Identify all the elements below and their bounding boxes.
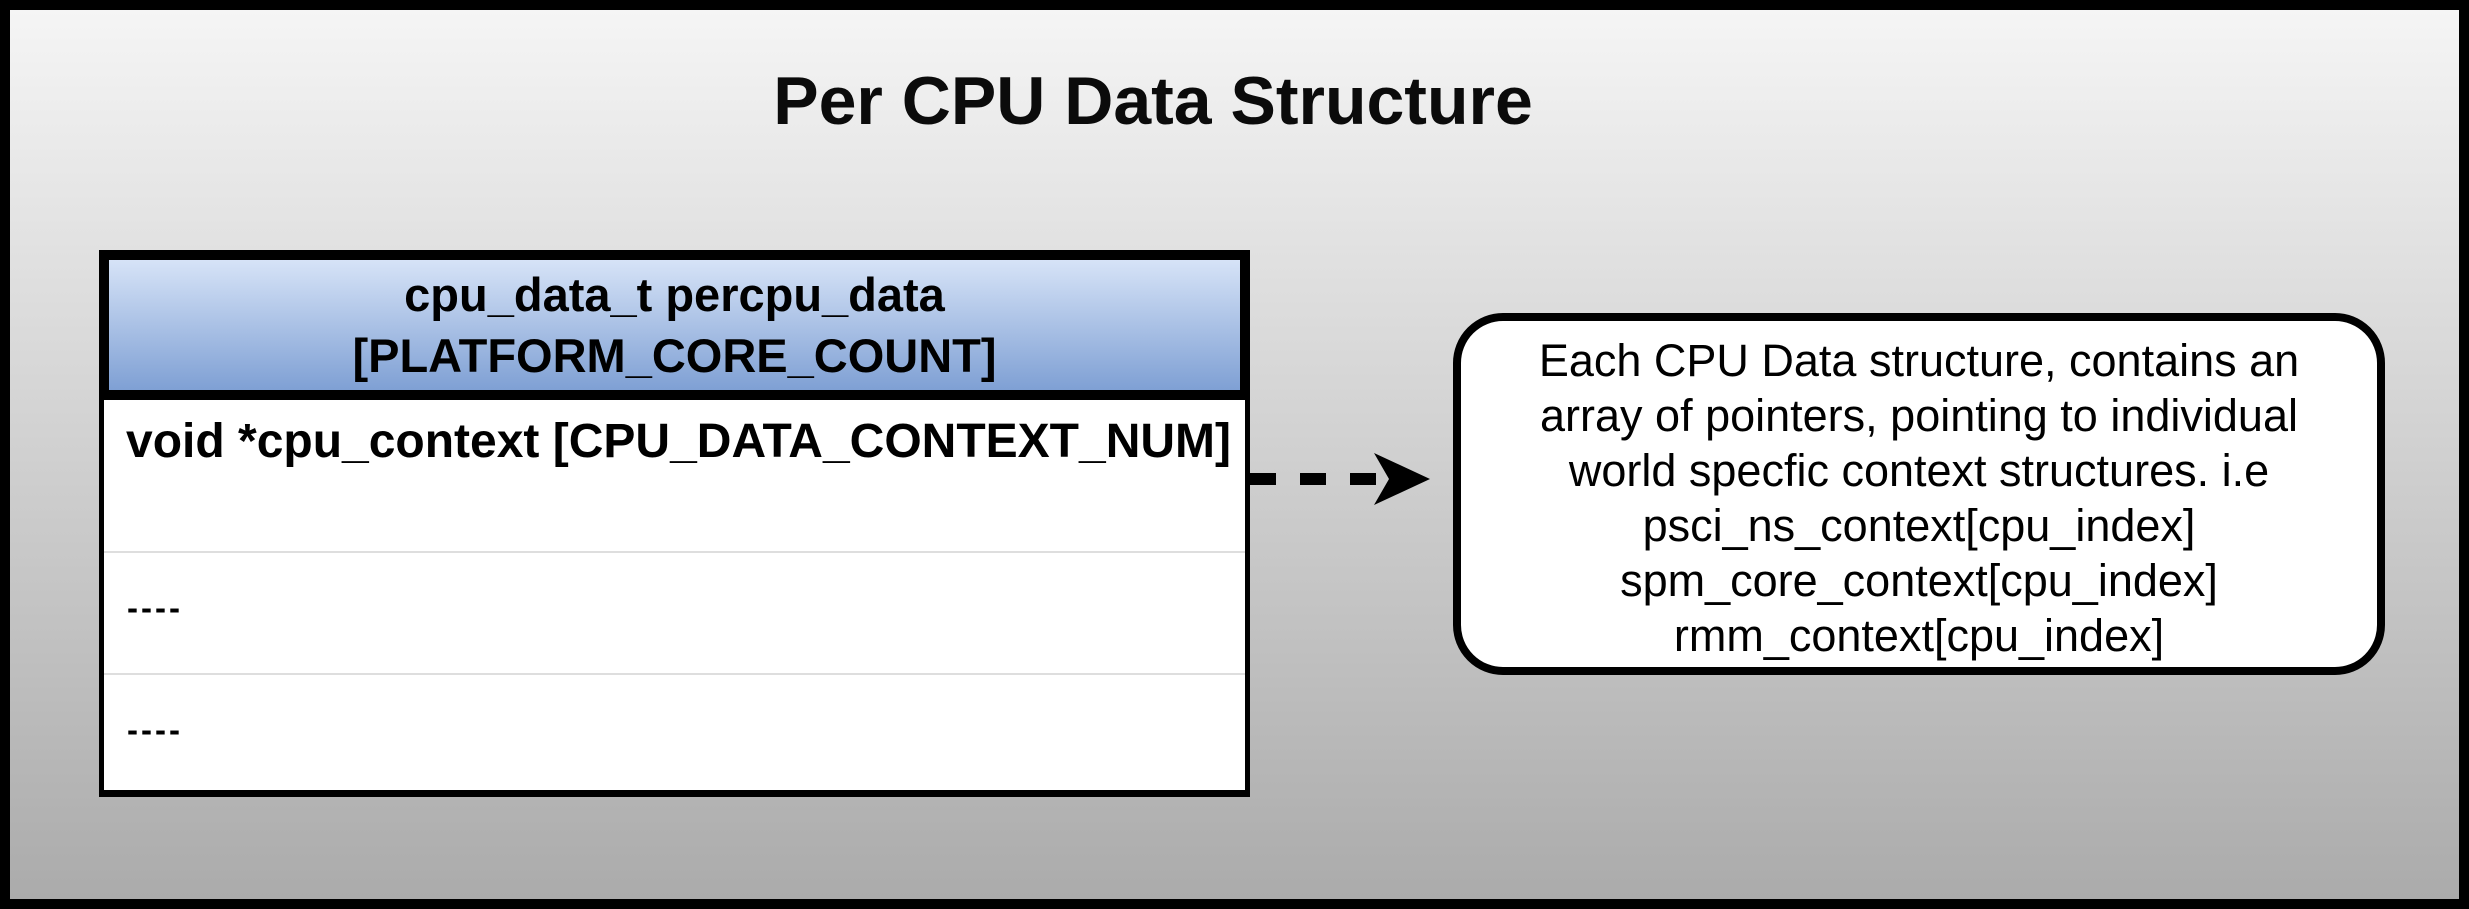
callout-line: rmm_context[cpu_index]: [1673, 610, 2165, 661]
cpu-data-table: cpu_data_t percpu_data [PLATFORM_CORE_CO…: [99, 250, 1250, 797]
callout-line: Each CPU Data structure, contains an: [1538, 335, 2300, 386]
callout-box: Each CPU Data structure, contains an arr…: [1453, 313, 2385, 675]
table-row: void *cpu_context [CPU_DATA_CONTEXT_NUM]: [104, 400, 1245, 551]
table-body: void *cpu_context [CPU_DATA_CONTEXT_NUM]…: [99, 400, 1250, 797]
callout-line: array of pointers, pointing to individua…: [1540, 390, 2298, 441]
dashed-arrow-icon: [1250, 451, 1435, 507]
table-row: ----: [104, 551, 1245, 673]
callout-line: psci_ns_context[cpu_index]: [1642, 500, 2196, 551]
table-cell-text: ----: [127, 711, 183, 748]
page-title: Per CPU Data Structure: [773, 63, 1533, 139]
table-cell-text: void *cpu_context [CPU_DATA_CONTEXT_NUM]: [126, 415, 1231, 468]
table-header-line-1: cpu_data_t percpu_data: [404, 268, 945, 321]
table-row: ----: [104, 673, 1245, 790]
table-cell-text: ----: [127, 589, 183, 626]
callout-line: spm_core_context[cpu_index]: [1620, 555, 2218, 606]
table-header: cpu_data_t percpu_data [PLATFORM_CORE_CO…: [99, 250, 1250, 400]
table-header-line-2: [PLATFORM_CORE_COUNT]: [352, 329, 997, 382]
callout-line: world specfic context structures. i.e: [1568, 445, 2270, 496]
